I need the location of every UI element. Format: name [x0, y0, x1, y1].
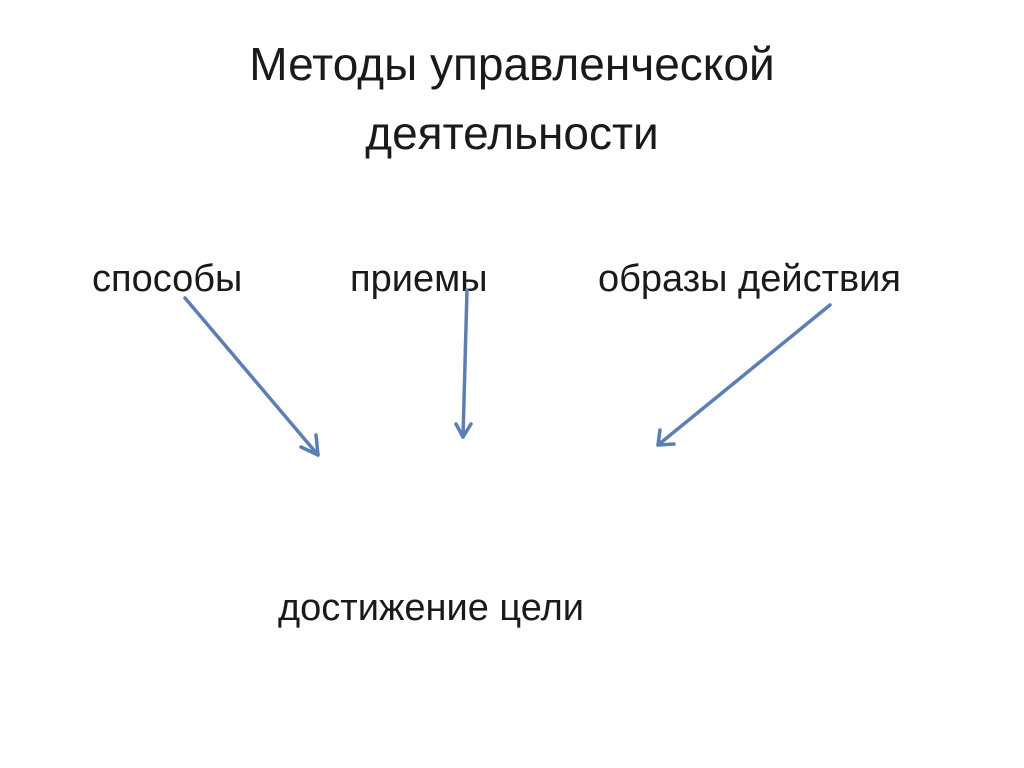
title-line-2: деятельности — [365, 107, 659, 159]
label-priemy: приемы — [350, 258, 488, 300]
arrow-obrazy-to-goal — [656, 303, 832, 447]
title-line-1: Методы управленческой — [249, 38, 775, 90]
arrow-priemy-to-goal — [454, 288, 473, 439]
label-obrazy: образы действия — [598, 258, 901, 300]
label-goal: достижение цели — [278, 587, 585, 629]
label-sposoby: способы — [92, 258, 243, 300]
arrow-sposoby-to-goal — [183, 296, 320, 457]
